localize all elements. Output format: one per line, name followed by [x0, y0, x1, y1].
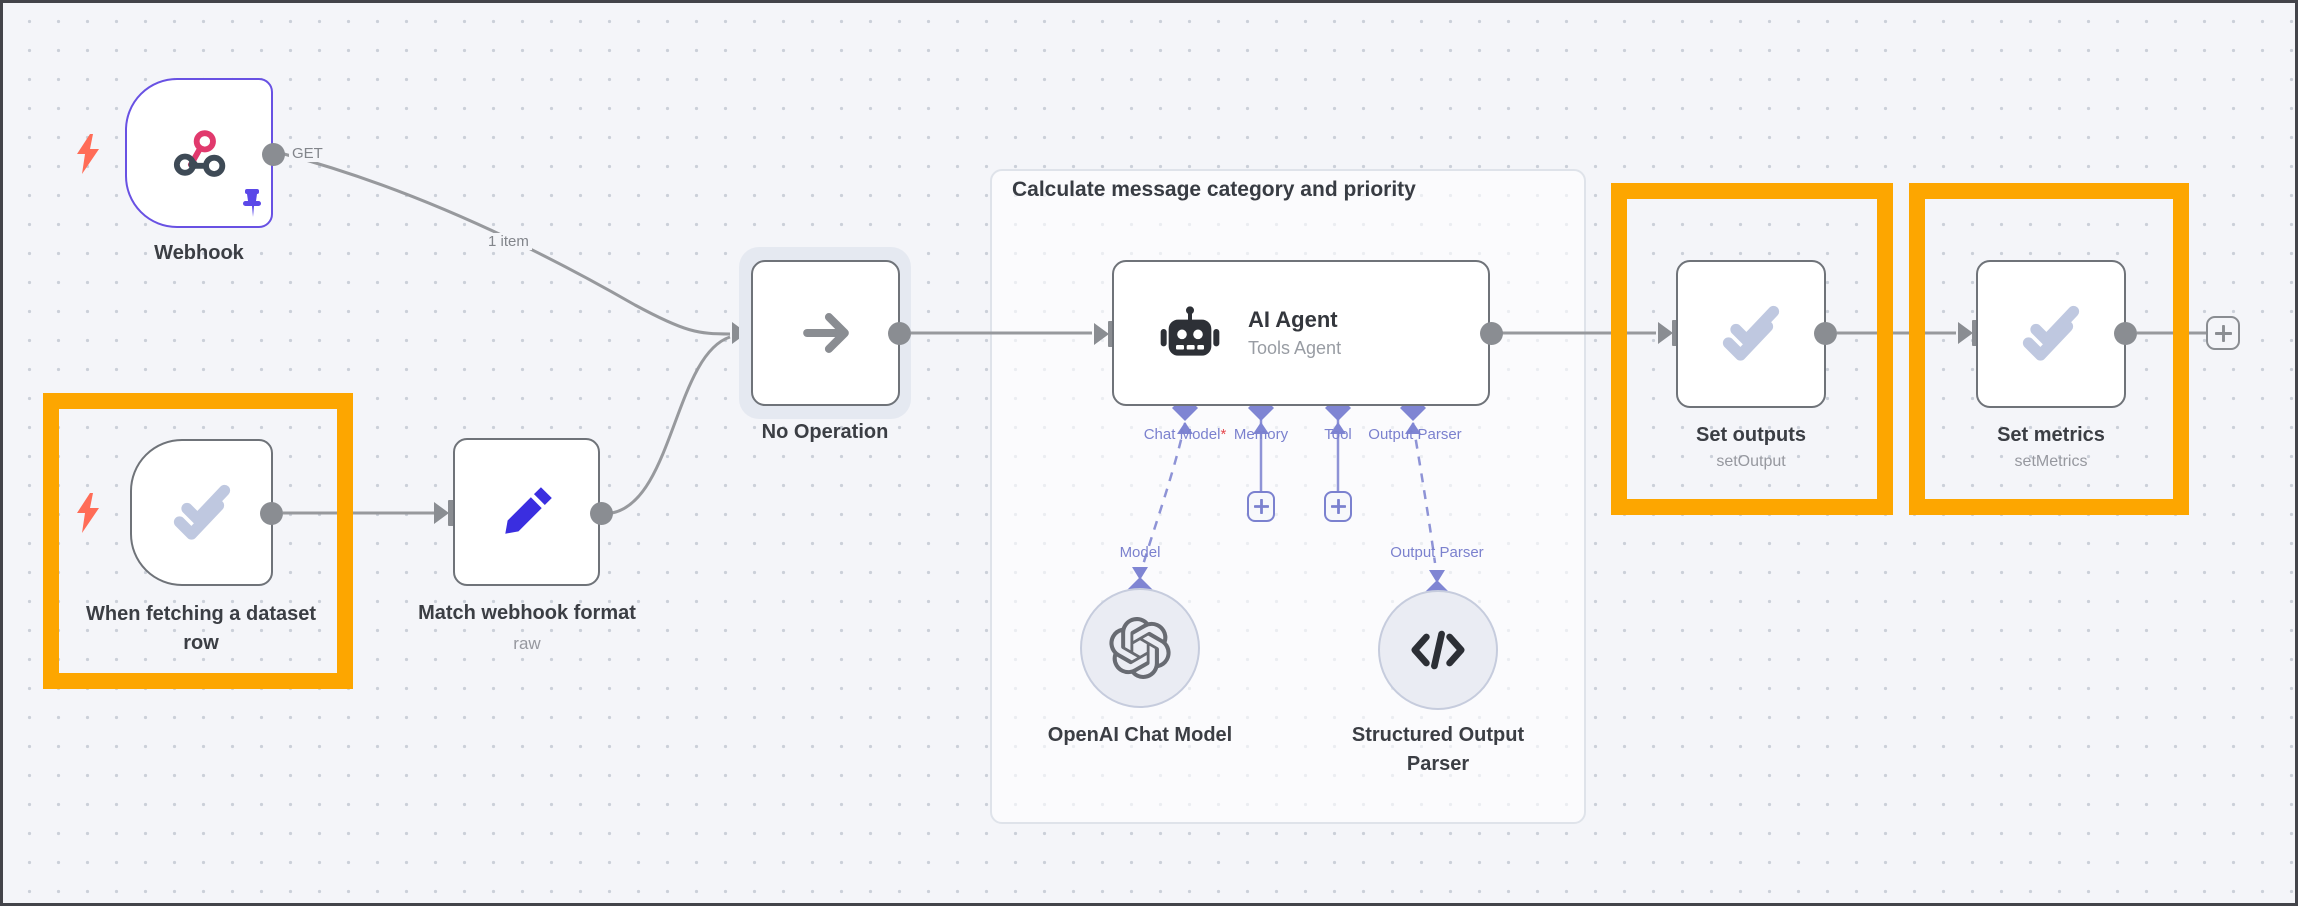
add-node-button[interactable]	[2206, 316, 2240, 350]
double-check-icon	[2018, 301, 2084, 367]
node-match-webhook-format[interactable]	[453, 438, 600, 586]
output-dot-set-metrics[interactable]	[2114, 322, 2137, 345]
output-dot-webhook[interactable]	[262, 143, 285, 166]
output-dot-ai-agent[interactable]	[1480, 322, 1503, 345]
node-label-set-metrics: Set metrics	[1997, 424, 2105, 446]
node-ai-agent[interactable]: AI Agent Tools Agent	[1112, 260, 1490, 406]
output-dot-noop[interactable]	[888, 322, 911, 345]
trigger-bolt-icon	[75, 493, 101, 538]
node-set-outputs[interactable]	[1676, 260, 1826, 408]
highlight-box-dataset-trigger	[43, 393, 353, 689]
ai-agent-subtitle: Tools Agent	[1248, 338, 1342, 358]
node-label-noop: No Operation	[761, 421, 889, 443]
port-label-output-parser: Output Parser	[1368, 426, 1462, 443]
output-dot-match[interactable]	[590, 502, 613, 525]
group-box-title: Calculate message category and priority	[1012, 178, 1416, 201]
output-dot-dataset-trigger[interactable]	[260, 502, 283, 525]
node-label-set-outputs: Set outputs	[1696, 424, 1806, 446]
plus-icon	[1253, 499, 1269, 514]
double-check-icon	[169, 480, 235, 546]
port-label-output-parser-circle: Output Parser	[1390, 544, 1484, 561]
plus-icon	[1330, 499, 1346, 514]
double-check-icon	[1718, 301, 1784, 367]
trigger-bolt-icon	[75, 134, 101, 179]
node-structured-output-parser[interactable]	[1378, 590, 1498, 710]
edit-pencil-icon	[496, 481, 558, 543]
node-dataset-trigger[interactable]	[130, 439, 273, 586]
ai-agent-title: AI Agent	[1248, 307, 1338, 332]
highlight-box-set-metrics	[1909, 183, 2189, 515]
arrow-right-icon	[797, 304, 855, 362]
openai-icon	[1109, 617, 1171, 679]
robot-icon	[1158, 305, 1222, 361]
node-subtitle-set-metrics: setMetrics	[2014, 453, 2088, 470]
node-label-match: Match webhook format	[418, 602, 636, 624]
add-memory-button[interactable]	[1247, 491, 1275, 522]
node-label-openai: OpenAI Chat Model	[1047, 724, 1233, 746]
node-subtitle-set-outputs: setOutput	[1716, 453, 1786, 470]
node-label-parser: Structured Output Parser	[1351, 724, 1525, 775]
output-dot-set-outputs[interactable]	[1814, 322, 1837, 345]
code-icon	[1409, 625, 1467, 675]
webhook-icon	[171, 125, 227, 181]
webhook-output-label: GET	[289, 145, 326, 162]
node-subtitle-match: raw	[513, 634, 541, 653]
plus-icon	[2214, 324, 2232, 342]
pin-icon	[241, 189, 263, 224]
add-tool-button[interactable]	[1324, 491, 1352, 522]
node-label-webhook: Webhook	[154, 242, 244, 264]
node-openai-chat-model[interactable]	[1080, 588, 1200, 708]
port-label-model: Model	[1119, 544, 1161, 561]
highlight-box-set-outputs	[1611, 183, 1893, 515]
node-no-operation[interactable]	[751, 260, 900, 406]
edge-item-count-label: 1 item	[485, 233, 532, 250]
node-label-dataset-trigger: When fetching a dataset row	[85, 603, 317, 654]
input-port-match	[434, 502, 449, 524]
